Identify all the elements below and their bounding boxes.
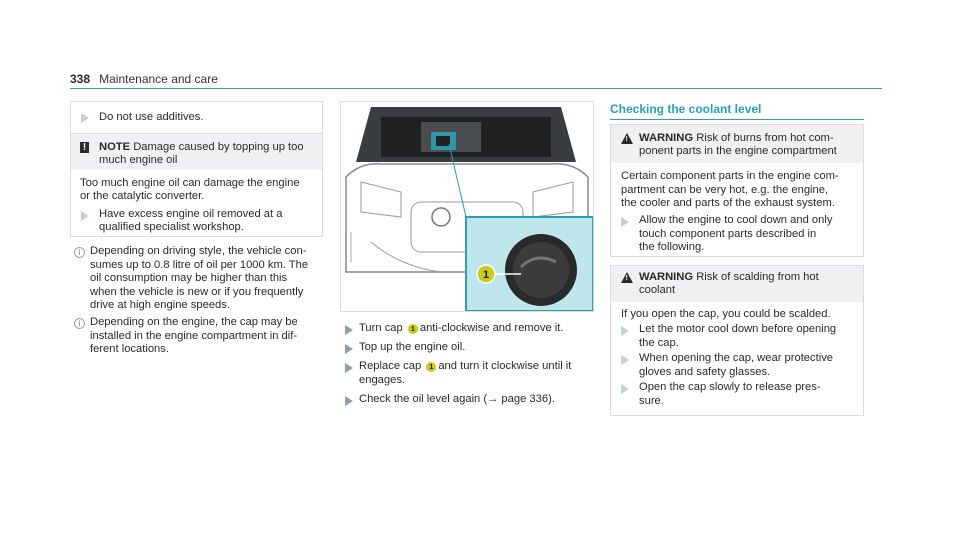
page-header: 338 Maintenance and care [70, 72, 218, 88]
note-icon: ! [80, 142, 89, 153]
step-top-up: Top up the engine oil. [359, 341, 466, 353]
warning-title: WARNING Risk of burns from hot com- [639, 132, 834, 144]
step-arrow-icon [621, 217, 629, 227]
warning-icon: ! [621, 133, 633, 144]
step-arrow-icon [345, 363, 353, 373]
warning-title-line2: coolant [639, 284, 676, 296]
section-divider [610, 119, 864, 120]
engine-illustration: 1 [340, 101, 594, 312]
callout-label: 1 [483, 269, 489, 281]
warning-box-burns: ! WARNING Risk of burns from hot com- po… [610, 124, 864, 257]
step-arrow-icon [345, 344, 353, 354]
note-box: ! NOTE Damage caused by topping up too m… [70, 133, 323, 237]
warning-action-2: When opening the cap, wear protective gl… [639, 352, 834, 378]
car-engine-drawing: 1 [345, 107, 593, 311]
step-arrow-icon [621, 355, 629, 365]
info-icon: i [74, 318, 85, 329]
info-paragraph-2: Depending on the engine, the cap may be … [90, 316, 298, 356]
header-divider [70, 88, 882, 89]
step-arrow-icon [621, 326, 629, 336]
note-action-line2: qualified specialist workshop. [99, 221, 244, 233]
page-number: 338 [70, 72, 91, 86]
page-title: Maintenance and care [99, 72, 218, 86]
note-action-line1: Have excess engine oil removed at a [99, 208, 283, 220]
section-heading: Checking the coolant level [610, 102, 762, 116]
callout-badge: 1 [407, 324, 418, 334]
step-arrow-icon [345, 325, 353, 335]
warning-body: Certain component parts in the engine co… [621, 170, 839, 210]
step-arrow-icon [81, 211, 89, 221]
callout-badge: 1 [426, 362, 437, 372]
warning-action-1: Let the motor cool down before opening t… [639, 323, 837, 349]
page-ref-arrow-icon: → [487, 393, 499, 405]
warning-title: WARNING Risk of scalding from hot [639, 271, 819, 283]
warning-title-line2: ponent parts in the engine compartment [639, 145, 837, 157]
step-check-oil-level[interactable]: Check the oil level again (→ page 336). [359, 393, 555, 405]
warning-box-scalding: ! WARNING Risk of scalding from hot cool… [610, 265, 864, 416]
additives-step-box: Do not use additives. [70, 101, 323, 134]
step-arrow-icon [81, 113, 89, 123]
step-arrow-icon [345, 396, 353, 406]
info-icon: i [74, 247, 85, 258]
additives-step-text: Do not use additives. [99, 111, 204, 123]
warning-action: Allow the engine to cool down and only t… [639, 214, 833, 254]
step-arrow-icon [621, 384, 629, 394]
warning-action-3: Open the cap slowly to release pres- sur… [639, 381, 821, 407]
warning-icon: ! [621, 272, 633, 283]
note-body-line2: or the catalytic converter. [80, 190, 205, 202]
info-paragraph-1: Depending on driving style, the vehicle … [90, 245, 309, 312]
warning-body: If you open the cap, you could be scalde… [621, 308, 831, 320]
note-title: NOTE Damage caused by topping up too [99, 141, 304, 153]
note-title-line2: much engine oil [99, 154, 178, 166]
note-body-line1: Too much engine oil can damage the engin… [80, 177, 300, 189]
